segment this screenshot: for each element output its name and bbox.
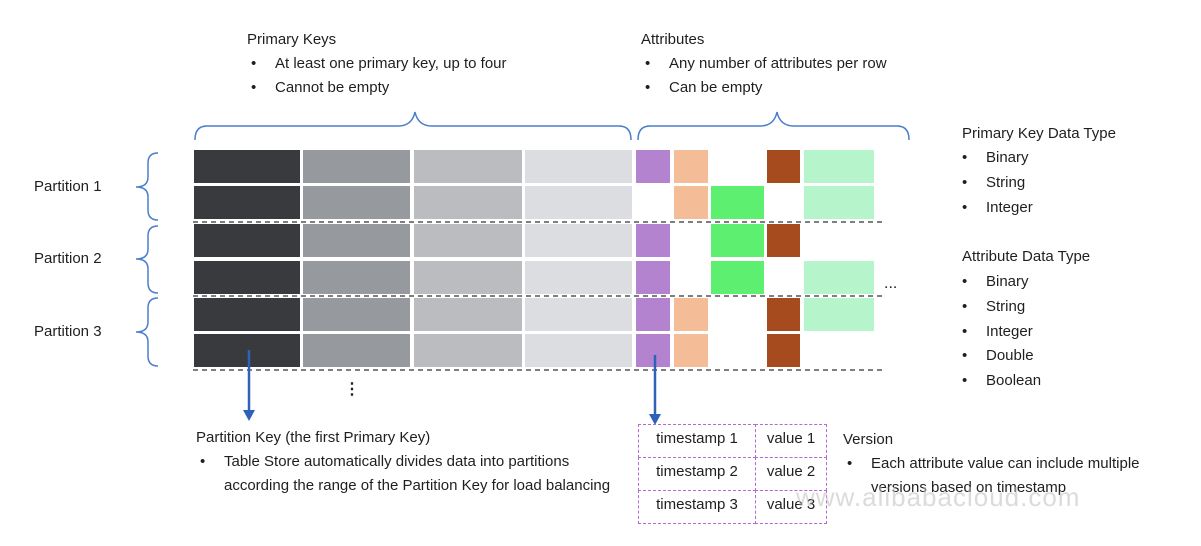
attributes-bullet-2: •Can be empty (645, 79, 763, 96)
partition-brace-3 (135, 297, 159, 367)
attribute-cell (804, 261, 874, 294)
partition-label-3: Partition 3 (34, 323, 102, 340)
attribute-cell (636, 261, 670, 294)
attr-type-item: •String (962, 298, 1026, 315)
primary-key-cell (194, 334, 300, 367)
primary-key-cell (194, 224, 300, 257)
version-arrowhead (649, 414, 661, 425)
timestamp-cell: timestamp 1 (638, 424, 756, 458)
primary-keys-brace (194, 111, 632, 141)
attribute-cell (636, 224, 670, 257)
partition-label-1: Partition 1 (34, 178, 102, 195)
attribute-cell (674, 298, 708, 331)
version-bullet: •Each attribute value can include multip… (847, 455, 1140, 496)
partition-key-arrowhead (243, 410, 255, 421)
value-cell: value 1 (755, 424, 827, 458)
partition-brace-2 (135, 225, 159, 294)
primary-keys-title: Primary Keys (247, 31, 337, 48)
primary-key-cell (303, 186, 410, 219)
attribute-cell (711, 186, 764, 219)
primary-key-cell (303, 334, 410, 367)
attribute-cell (767, 298, 800, 331)
primary-keys-bullet-2: •Cannot be empty (251, 79, 390, 96)
primary-key-cell (525, 261, 632, 294)
attribute-cell (636, 150, 670, 183)
attribute-cell (636, 298, 670, 331)
primary-key-cell (194, 298, 300, 331)
more-columns-ellipsis: ... (884, 275, 898, 292)
primary-key-cell (525, 298, 632, 331)
version-title: Version (843, 431, 894, 448)
attribute-cell (804, 186, 874, 219)
timestamp-cell: timestamp 3 (638, 490, 756, 524)
timestamp-cell: timestamp 2 (638, 457, 756, 491)
primary-keys-bullet-1: •At least one primary key, up to four (251, 55, 507, 72)
primary-key-cell (303, 224, 410, 257)
partition-label-2: Partition 2 (34, 250, 102, 267)
primary-key-cell (525, 150, 632, 183)
attribute-cell (674, 186, 708, 219)
attribute-cell (711, 224, 764, 257)
attribute-cell (711, 261, 764, 294)
primary-key-cell (414, 334, 522, 367)
attributes-title: Attributes (641, 31, 705, 48)
primary-key-cell (194, 186, 300, 219)
primary-key-cell (303, 150, 410, 183)
pk-type-item: •Integer (962, 199, 1033, 216)
attribute-cell (804, 298, 874, 331)
attr-type-item: •Double (962, 347, 1034, 364)
primary-key-cell (194, 150, 300, 183)
attr-type-item: •Boolean (962, 372, 1042, 389)
attribute-cell (674, 334, 708, 367)
primary-key-cell (303, 298, 410, 331)
primary-key-cell (414, 150, 522, 183)
attr-type-title: Attribute Data Type (962, 248, 1091, 265)
primary-key-cell (414, 224, 522, 257)
primary-key-cell (303, 261, 410, 294)
primary-key-cell (525, 334, 632, 367)
attribute-cell (767, 224, 800, 257)
more-rows-ellipsis: ⋮ (344, 381, 360, 398)
attribute-cell (767, 334, 800, 367)
value-cell: value 3 (755, 490, 827, 524)
primary-key-cell (414, 298, 522, 331)
primary-key-cell (525, 186, 632, 219)
attr-type-item: •Integer (962, 323, 1033, 340)
attribute-cell (674, 150, 708, 183)
attribute-cell (636, 334, 670, 367)
watermark: www.alibabacloud.com (796, 482, 1081, 512)
primary-key-cell (414, 186, 522, 219)
partition-key-title: Partition Key (the first Primary Key) (196, 429, 431, 446)
attribute-cell (767, 150, 800, 183)
pk-type-title: Primary Key Data Type (962, 125, 1116, 142)
attr-type-item: •Binary (962, 273, 1029, 290)
primary-key-cell (414, 261, 522, 294)
partition-key-bullet: •Table Store automatically divides data … (200, 453, 611, 494)
partition-brace-1 (135, 152, 159, 221)
primary-key-cell (194, 261, 300, 294)
attributes-brace (637, 111, 910, 141)
pk-type-item: •String (962, 174, 1026, 191)
primary-key-cell (525, 224, 632, 257)
attribute-cell (804, 150, 874, 183)
attributes-bullet-1: •Any number of attributes per row (645, 55, 887, 72)
pk-type-item: •Binary (962, 149, 1029, 166)
